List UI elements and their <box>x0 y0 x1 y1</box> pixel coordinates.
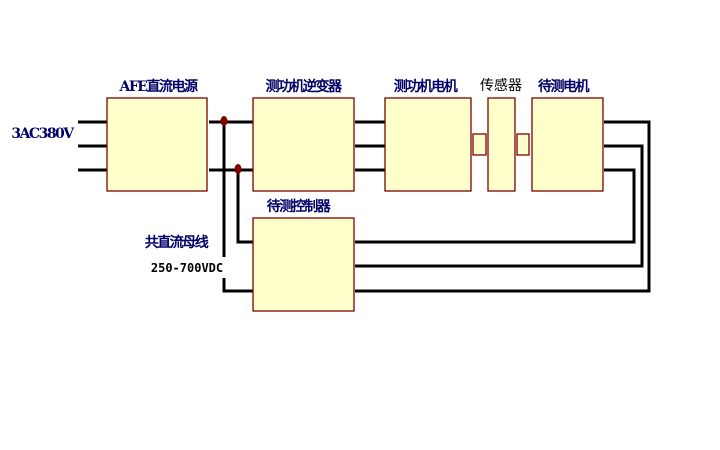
dyno-motor-box <box>384 97 472 192</box>
afe-dc-supply-box <box>106 97 208 192</box>
dut-motor-box <box>531 97 604 192</box>
coupling-left <box>472 133 487 156</box>
dc-voltage-label: 250-700VDC <box>151 261 223 275</box>
dc-bus-lines <box>209 120 253 293</box>
sensor-box <box>487 97 516 192</box>
dc-bus-label: 共直流母线 <box>145 234 209 251</box>
junction-dot <box>220 116 228 126</box>
dyno-inverter-box <box>252 97 355 192</box>
junction-dot <box>234 164 242 174</box>
sensor-label: 传感器 <box>480 77 522 94</box>
afe-label: AFE直流电源 <box>119 78 198 95</box>
coupling-right <box>516 133 530 156</box>
dyno-motor-label: 测功机电机 <box>394 78 458 95</box>
dut-controller-label: 待测控制器 <box>267 198 332 215</box>
inverter-label: 测功机逆变器 <box>266 78 343 95</box>
controller-output-lines <box>355 120 651 293</box>
input-lines <box>78 120 107 172</box>
dut-controller-box <box>252 217 355 312</box>
dut-motor-label: 待测电机 <box>538 78 589 95</box>
inverter-output-lines <box>355 120 385 172</box>
input-label: 3AC380V <box>11 126 75 142</box>
